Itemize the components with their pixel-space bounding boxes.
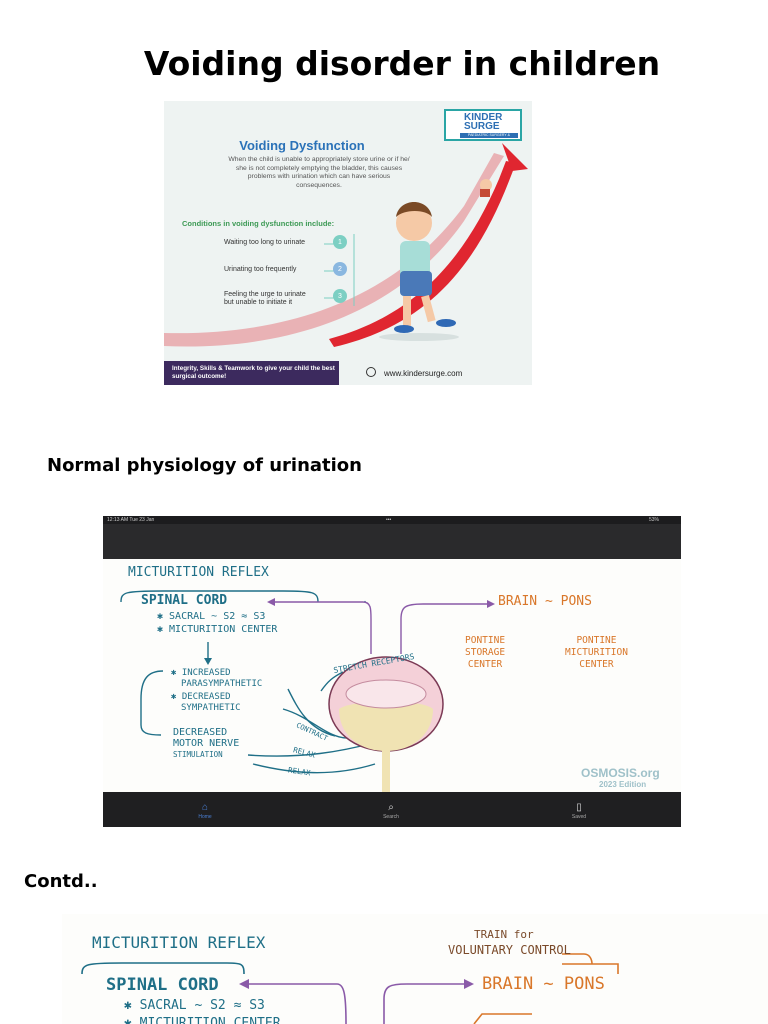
condition-item: Feeling the urge to urinate but unable t… — [224, 291, 306, 306]
condition-number: 1 — [333, 235, 347, 249]
nav-label: Saved — [571, 814, 587, 820]
voiding-dysfunction-infographic: KINDER SURGE PAEDIATRIC SURGERY & UROLOG… — [164, 101, 532, 385]
diagram-heading: MICTURITION REFLEX — [92, 933, 266, 952]
globe-icon — [366, 367, 376, 377]
diagram-heading: MICTURITION REFLEX — [128, 565, 269, 580]
decreased-motor-line: STIMULATION — [173, 750, 223, 759]
home-icon: ⌂ — [201, 802, 209, 813]
osmosis-watermark: OSMOSIS.org — [581, 766, 660, 780]
search-icon: ⌕ — [388, 802, 394, 813]
pontine-micturition-line: CENTER — [579, 659, 614, 670]
pontine-storage-label: PONTINE STORAGE CENTER — [465, 635, 505, 671]
logo-line1: KINDER — [464, 112, 503, 123]
app-header — [103, 524, 681, 559]
pontine-micturition-line: MICTURITION — [565, 647, 628, 658]
brain-pons-label: BRAIN ~ PONS — [482, 974, 605, 994]
logo-line2: SURGE — [464, 121, 500, 132]
bookmark-icon: ▯ — [576, 802, 582, 813]
pontine-storage-line: STORAGE — [465, 647, 506, 658]
brain-pons-label: BRAIN ~ PONS — [498, 594, 592, 609]
condition-item: Waiting too long to urinate — [224, 239, 306, 246]
page-title: Voiding disorder in children — [143, 44, 661, 83]
micturition-center-label: ✱ MICTURITION CENTER — [124, 1016, 281, 1024]
reflex-diagram-arrows — [120, 590, 495, 792]
condition-number: 3 — [333, 289, 347, 303]
nav-search[interactable]: ⌕ Search — [361, 802, 421, 820]
spinal-cord-label: SPINAL CORD — [141, 593, 228, 608]
micturition-reflex-screenshot: 12:13 AM Tue 23 Jan ••• 53% MICTURITION … — [103, 516, 681, 827]
edition-watermark: 2023 Edition — [599, 780, 647, 789]
logo-subtitle: PAEDIATRIC SURGERY & UROLOGY — [460, 133, 518, 138]
condition-item: Urinating too frequently — [224, 266, 297, 273]
train-label: TRAIN for — [474, 928, 534, 941]
nav-label: Home — [198, 814, 212, 820]
reflex-diagram-arrows-2 — [81, 953, 619, 1024]
pontine-storage-line: PONTINE — [465, 635, 506, 646]
status-dots: ••• — [386, 517, 392, 523]
sacral-label: ✱ SACRAL ~ S2 ≈ S3 — [124, 998, 265, 1013]
nav-saved[interactable]: ▯ Saved — [549, 802, 609, 820]
status-time: 12:13 AM Tue 23 Jan — [107, 517, 155, 523]
sacral-label: ✱ SACRAL ~ S2 ≈ S3 — [157, 611, 266, 622]
pontine-micturition-line: PONTINE — [576, 635, 617, 646]
pontine-micturition-label: PONTINE MICTURITION CENTER — [565, 635, 628, 671]
section-heading-physiology: Normal physiology of urination — [47, 455, 362, 476]
status-bar: 12:13 AM Tue 23 Jan ••• 53% — [103, 516, 681, 524]
voluntary-control-label: VOLUNTARY CONTROL — [448, 943, 571, 957]
infographic-title: Voiding Dysfunction — [239, 138, 365, 153]
bottom-nav: ⌂ Home ⌕ Search ▯ Saved — [103, 792, 681, 827]
micturition-center-label: ✱ MICTURITION CENTER — [157, 624, 278, 635]
pontine-storage-line: CENTER — [467, 659, 503, 670]
micturition-reflex-diagram-2: MICTURITION REFLEX SPINAL CORD ✱ SACRAL … — [62, 914, 768, 1024]
kindersurge-logo: KINDER SURGE PAEDIATRIC SURGERY & UROLOG… — [444, 109, 522, 141]
conditions-heading: Conditions in voiding dysfunction includ… — [182, 219, 335, 228]
red-arrow-graphic — [164, 143, 528, 347]
infographic-banner: Integrity, Skills & Teamwork to give you… — [164, 361, 339, 385]
condition-number: 2 — [333, 262, 347, 276]
section-heading-contd: Contd.. — [24, 871, 98, 892]
infographic-description: When the child is unable to appropriatel… — [228, 156, 410, 189]
nav-label: Search — [383, 814, 399, 820]
decreased-motor-line: MOTOR NERVE — [173, 738, 240, 749]
decreased-motor-label: DECREASED MOTOR NERVE STIMULATION — [173, 727, 239, 760]
sympathetic-label: SYMPATHETIC — [181, 703, 241, 713]
decreased-motor-line: DECREASED — [173, 727, 228, 738]
website-link[interactable]: www.kindersurge.com — [384, 369, 463, 378]
increased-label: ✱ INCREASED — [171, 668, 231, 678]
spinal-cord-label: SPINAL CORD — [106, 975, 219, 995]
parasympathetic-label: PARASYMPATHETIC — [181, 679, 263, 689]
nav-home[interactable]: ⌂ Home — [175, 802, 235, 820]
decreased-label: ✱ DECREASED — [171, 692, 231, 702]
status-battery: 53% — [649, 517, 660, 523]
